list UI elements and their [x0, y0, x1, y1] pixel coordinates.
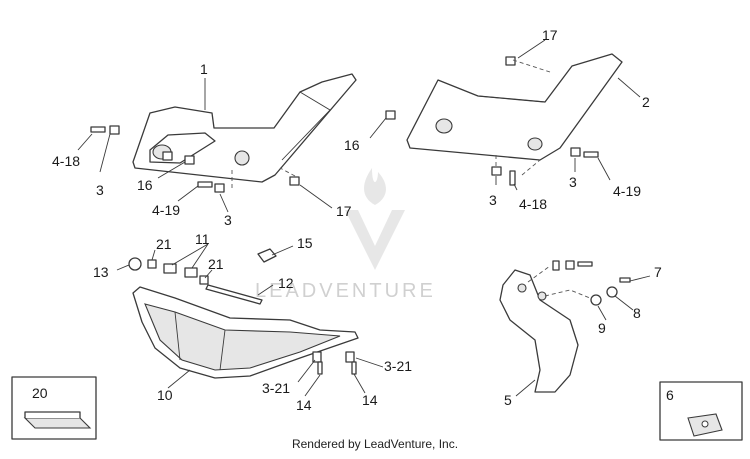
label-15: 15: [297, 235, 313, 251]
label-1: 1: [200, 61, 208, 77]
label-4-19-left: 4-19: [152, 202, 180, 218]
label-6: 6: [666, 387, 674, 403]
callout-leaders: [77, 39, 651, 397]
watermark-text: LEADVENTURE: [255, 280, 436, 302]
label-20: 20: [32, 385, 48, 401]
label-3-21-left: 3-21: [262, 380, 290, 396]
label-3-left: 3: [96, 182, 104, 198]
label-3-21-right: 3-21: [384, 358, 412, 374]
part-6-inset: [659, 381, 743, 441]
part-2-right-panel: [406, 53, 623, 161]
footer-credit: Rendered by LeadVenture, Inc.: [291, 437, 459, 451]
part-5-mudguard: [499, 260, 631, 393]
label-3-center: 3: [224, 212, 232, 228]
label-10: 10: [157, 387, 173, 403]
label-2: 2: [642, 94, 650, 110]
label-4-18-right: 4-18: [519, 196, 547, 212]
label-21-bottom: 21: [208, 256, 224, 272]
label-16-right: 16: [344, 137, 360, 153]
label-13: 13: [93, 264, 109, 280]
label-7: 7: [654, 264, 662, 280]
part-1-left-panel: [132, 73, 357, 183]
label-4-19-right: 4-19: [613, 183, 641, 199]
part-20-inset: [11, 376, 97, 440]
belly-hardware: [128, 248, 357, 375]
label-17-top: 17: [542, 27, 558, 43]
label-17-left: 17: [336, 203, 352, 219]
label-9: 9: [598, 320, 606, 336]
label-11: 11: [195, 231, 210, 247]
label-5: 5: [504, 392, 512, 408]
label-21-top: 21: [156, 236, 172, 252]
label-4-18-left: 4-18: [52, 153, 80, 169]
label-16-left: 16: [137, 177, 153, 193]
callout-labels: 1 2 17 17 4-18 3 16 4-19 3 16 3 4-18 3 4…: [32, 27, 674, 413]
panel-hardware: [90, 56, 599, 193]
label-14-left: 14: [296, 397, 312, 413]
label-8: 8: [633, 305, 641, 321]
label-3-right: 3: [489, 192, 497, 208]
label-3-far-right: 3: [569, 174, 577, 190]
label-14-right: 14: [362, 392, 378, 408]
leadventure-watermark: LEADVENTURE: [255, 168, 436, 302]
label-12: 12: [278, 275, 294, 291]
part-10-belly-pan: [132, 286, 359, 379]
